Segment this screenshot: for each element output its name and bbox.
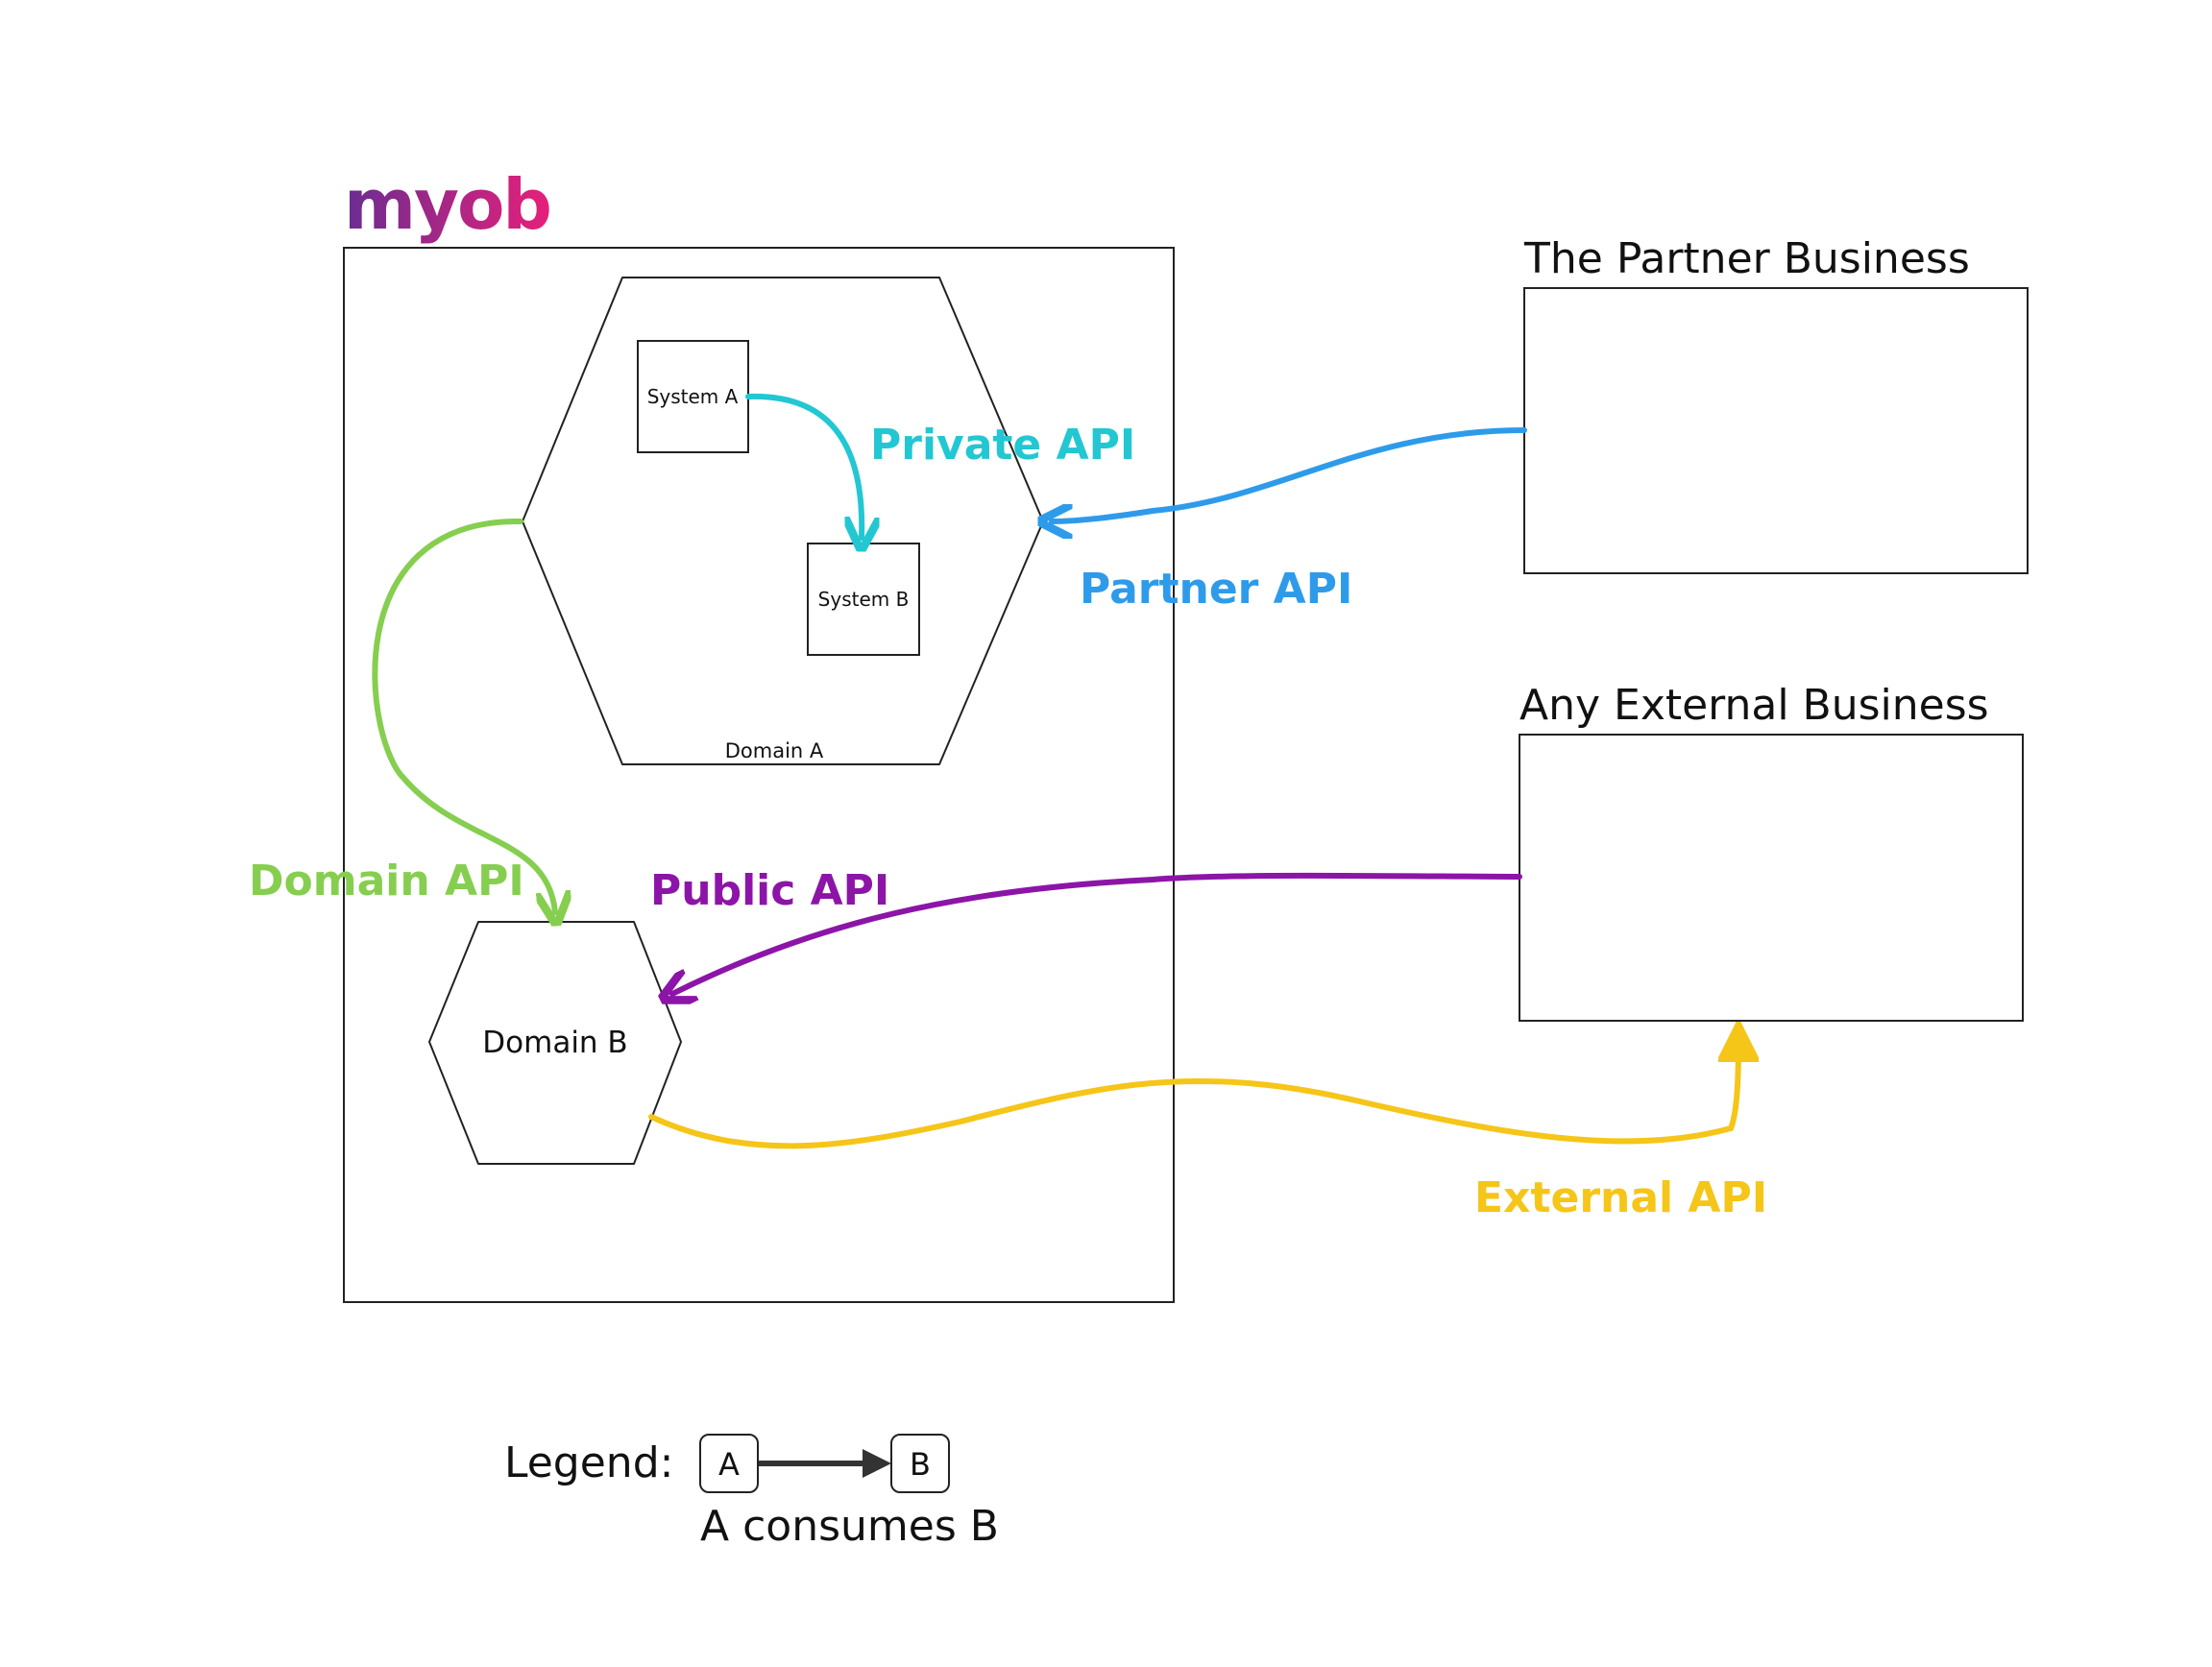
external-api-label: External API <box>1474 1173 1767 1222</box>
external-business-title: Any External Business <box>1519 681 1989 730</box>
myob-logo: myob <box>344 164 550 245</box>
partner-business-box[interactable] <box>1523 287 2029 574</box>
system-a-box[interactable] <box>637 340 749 453</box>
partner-api-arrow <box>1052 427 1527 521</box>
external-business-box[interactable] <box>1519 734 2024 1022</box>
private-api-arrow <box>745 393 862 538</box>
legend-node-b <box>890 1434 950 1493</box>
domain-api-label: Domain API <box>249 857 524 906</box>
partner-business-title: The Partner Business <box>1523 234 1970 283</box>
partner-api-label: Partner API <box>1080 565 1352 614</box>
external-api-arrow <box>648 1042 1738 1149</box>
domain-a-hexagon[interactable] <box>522 277 1044 765</box>
legend-title: Legend: <box>504 1438 673 1487</box>
domain-b-label: Domain B <box>482 1026 627 1060</box>
legend-caption: A consumes B <box>700 1502 999 1551</box>
system-b-label: System B <box>818 588 910 611</box>
myob-boundary <box>343 247 1175 1303</box>
public-api-arrow <box>672 872 1522 994</box>
legend-node-a-label: A <box>718 1446 740 1483</box>
legend-node-a <box>699 1434 759 1493</box>
public-api-label: Public API <box>650 866 889 915</box>
domain-b-hexagon[interactable] <box>428 921 682 1165</box>
domain-a-label: Domain A <box>725 739 824 762</box>
legend-node-b-label: B <box>910 1446 931 1483</box>
domain-api-arrow <box>372 518 555 912</box>
system-b-box[interactable] <box>807 543 920 656</box>
system-a-label: System A <box>647 385 739 408</box>
private-api-label: Private API <box>870 421 1135 470</box>
